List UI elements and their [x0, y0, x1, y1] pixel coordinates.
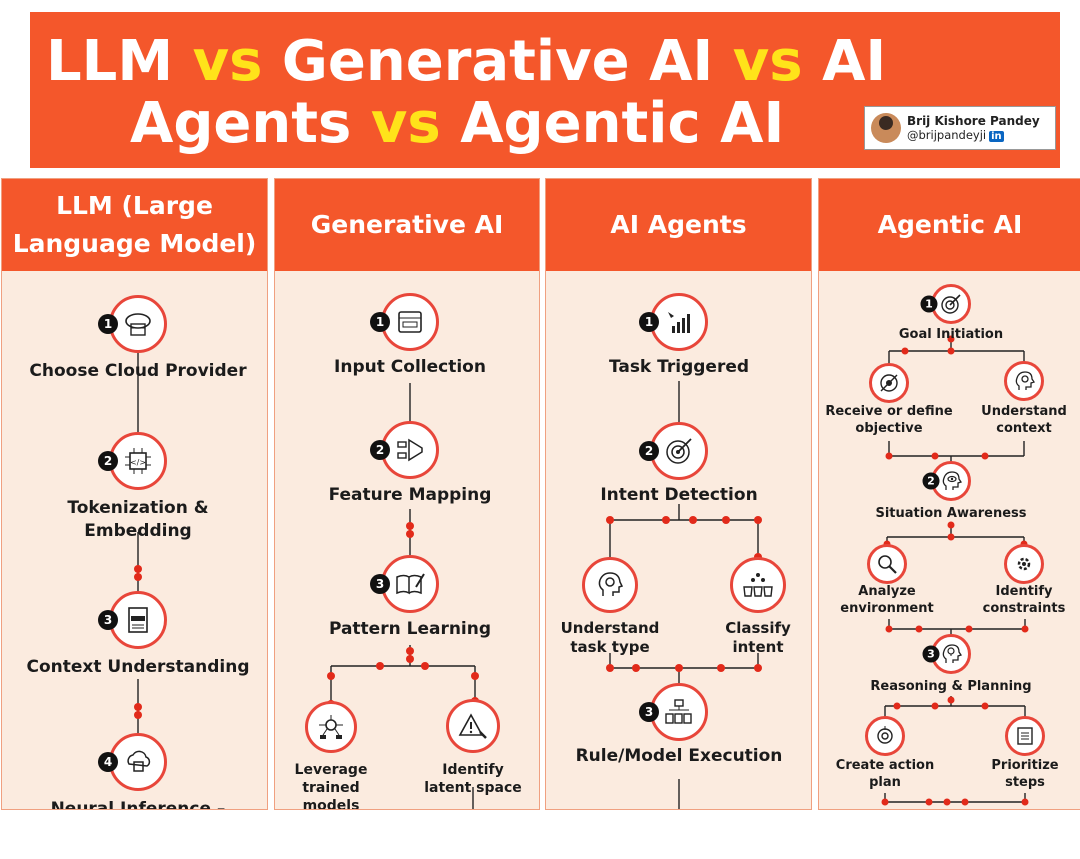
- linkedin-icon[interactable]: in: [989, 131, 1004, 142]
- step-label: Goal Initiation: [898, 327, 1004, 342]
- svg-text:</>: </>: [130, 458, 146, 467]
- step-number: 2: [370, 440, 390, 460]
- context-document-icon: [109, 591, 167, 649]
- step-label: Rule/Model Execution: [575, 746, 783, 766]
- branch-label: Classify intent: [725, 619, 791, 656]
- step-number: 2: [639, 441, 659, 461]
- title-banner: LLM vs Generative AI vs AI Agents vs Age…: [30, 12, 1060, 168]
- column-title: AI Agents: [546, 179, 811, 271]
- step-number: 1: [920, 295, 938, 313]
- author-name: Brij Kishore Pandey: [907, 114, 1040, 128]
- classify-baskets-icon: [730, 557, 786, 613]
- feature-funnel-icon: [381, 421, 439, 479]
- branch-label: Understand task type: [560, 619, 660, 656]
- column-llm: LLM (Large Language Model) 1 Choose Clou…: [1, 178, 268, 810]
- step-number: 3: [370, 574, 390, 594]
- step-number: 2: [98, 451, 118, 471]
- action-plan-icon: [865, 716, 905, 756]
- branch-label: Identify constraints: [982, 584, 1066, 616]
- step-number: 1: [639, 312, 659, 332]
- step-label: Task Triggered: [608, 357, 750, 377]
- step-number: 3: [639, 702, 659, 722]
- branch-label: Create action plan: [835, 758, 935, 790]
- flow-connectors: [134, 351, 142, 735]
- column-agentic-ai: Agentic AI: [818, 178, 1080, 810]
- step-number: 3: [98, 610, 118, 630]
- objective-target-icon: [869, 363, 909, 403]
- branch-label: Analyze environment: [840, 584, 934, 616]
- step-number: 2: [922, 472, 940, 490]
- analyze-magnifier-icon: [867, 544, 907, 584]
- step-label: Pattern Learning: [328, 619, 492, 639]
- chip-code-icon: </>: [109, 432, 167, 490]
- branch-label: Understand context: [981, 404, 1067, 436]
- title-line-2: Agents vs Agentic AI: [130, 91, 785, 156]
- execution-flow-icon: [650, 683, 708, 741]
- step-number: 1: [98, 314, 118, 334]
- cloud-chip-icon: [109, 733, 167, 791]
- cloud-database-icon: [109, 295, 167, 353]
- title-line-1: LLM vs Generative AI vs AI: [46, 29, 887, 94]
- column-title: Agentic AI: [819, 179, 1080, 271]
- column-generative-ai: Generative AI 1 Input Collection 2 Featu…: [274, 178, 540, 810]
- input-form-icon: [381, 293, 439, 351]
- step-label: Neural Inference –: [50, 799, 226, 810]
- column-title: LLM (Large Language Model): [2, 179, 267, 271]
- step-number: 3: [922, 645, 940, 663]
- step-number: 4: [98, 752, 118, 772]
- step-label: Context Understanding: [26, 657, 250, 677]
- step-label: Intent Detection: [600, 485, 758, 505]
- head-gear-icon: [1004, 361, 1044, 401]
- step-label: Input Collection: [334, 357, 486, 377]
- column-title: Generative AI: [275, 179, 539, 271]
- step-label: Tokenization & Embedding: [67, 498, 209, 541]
- prioritize-list-icon: [1005, 716, 1045, 756]
- flow-connectors: [327, 383, 479, 809]
- network-hub-icon: [305, 701, 357, 753]
- branch-label: Identify latent space: [424, 762, 522, 796]
- branch-label: Leverage trained models: [294, 762, 368, 810]
- step-label: Feature Mapping: [328, 485, 492, 505]
- step-label: Situation Awareness: [875, 506, 1027, 521]
- step-label: Reasoning & Planning: [870, 679, 1032, 694]
- avatar: [871, 113, 901, 143]
- constraint-gear-icon: [1004, 544, 1044, 584]
- branch-label: Receive or define objective: [825, 404, 953, 436]
- head-search-icon: [582, 557, 638, 613]
- column-ai-agents: AI Agents 1 Task Triggered 2 Intent Dete…: [545, 178, 812, 810]
- step-label: Choose Cloud Provider: [29, 361, 247, 381]
- warning-magnifier-icon: [446, 699, 500, 753]
- step-number: 1: [370, 312, 390, 332]
- trigger-chart-icon: [650, 293, 708, 351]
- branch-label: Prioritize steps: [991, 758, 1059, 790]
